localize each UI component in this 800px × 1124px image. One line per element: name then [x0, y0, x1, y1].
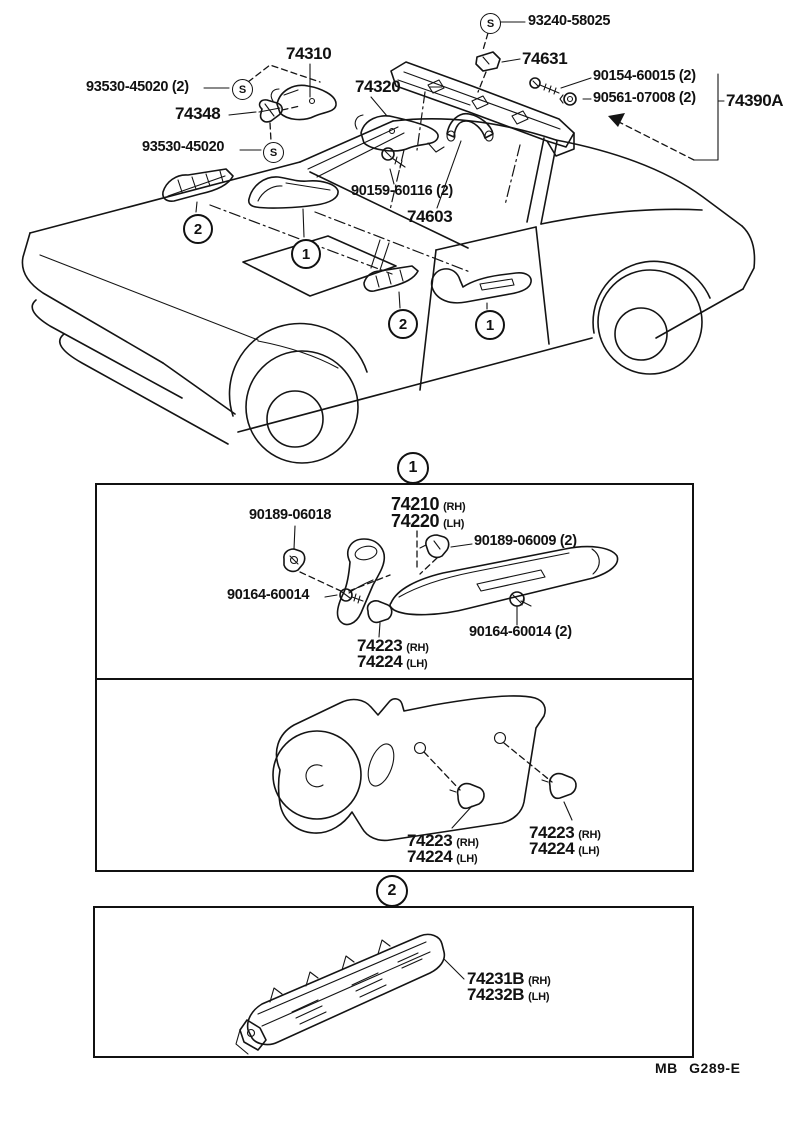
part-label-90561-07008: 90561-07008 (2): [593, 90, 696, 106]
s-marker-letter: S: [269, 146, 278, 159]
part-side: (RH): [578, 829, 601, 841]
top-leader-lines: [203, 21, 725, 211]
part-side: (LH): [443, 518, 465, 530]
part-label-74210-rh: 74210 (RH): [391, 494, 466, 515]
part-side: (LH): [456, 853, 478, 865]
part-side: (RH): [443, 501, 466, 513]
part-label-74348: 74348: [175, 104, 221, 123]
part-label-90164-60014: 90164-60014: [227, 587, 310, 603]
part-number: 74223: [357, 636, 403, 655]
part-label-90189-06018: 90189-06018: [249, 507, 332, 523]
part-label-74603: 74603: [407, 207, 453, 226]
grommet-90561-drawing: [559, 92, 577, 106]
part-label-74232B-lh: 74232B (LH): [467, 985, 550, 1005]
clip-74631-drawing: [475, 51, 501, 72]
callout-number: 2: [193, 220, 203, 238]
part-label-74220-lh: 74220 (LH): [391, 511, 464, 532]
s-marker-letter: S: [238, 83, 247, 96]
part-label-74223-rh: 74223 (RH): [357, 636, 429, 656]
part-label-74224-lh: 74224 (LH): [357, 652, 428, 672]
part-label-74310: 74310: [286, 44, 332, 63]
part-label-93530-45020-pair: 93530-45020 (2): [86, 79, 189, 95]
car-line-art: [21, 118, 756, 464]
holder-74348-drawing: [258, 99, 283, 123]
part-label-90154-60015: 90154-60015 (2): [593, 68, 696, 84]
callout-number: 2: [387, 882, 397, 899]
part-number: 74232B: [467, 985, 525, 1004]
part-number: 74223: [529, 823, 575, 842]
part-side: (LH): [406, 658, 428, 670]
part-label-74223-rh-panel1: 74223 (RH): [407, 831, 479, 851]
s-fastener-marker: S: [232, 79, 253, 100]
part-label-74631: 74631: [522, 49, 568, 68]
part-label-90159-60116: 90159-60116 (2): [351, 183, 453, 199]
sun-visor-lh-drawing: [354, 114, 445, 153]
hood-floating-parts: [162, 168, 339, 238]
roof-rail-drawing: [390, 61, 575, 157]
screw-90159-drawing: [381, 147, 406, 169]
callout-number: 2: [398, 315, 408, 333]
garnish-detail-drawing: [235, 933, 465, 1055]
door-parts: [209, 204, 532, 310]
callout-2-hood: 2: [183, 214, 213, 244]
part-label-93530-45020: 93530-45020: [142, 139, 225, 155]
s-fastener-marker: S: [263, 142, 284, 163]
callout-2-door: 2: [388, 309, 418, 339]
part-label-74320: 74320: [355, 77, 401, 96]
s-fastener-marker: S: [480, 13, 501, 34]
part-label-74224-lh-panel1: 74224 (LH): [407, 847, 478, 867]
part-label-74231B-rh: 74231B (RH): [467, 969, 551, 989]
part-number: 74210: [391, 494, 440, 514]
sun-visor-rh-drawing: [270, 84, 337, 121]
callout-1-door: 1: [475, 310, 505, 340]
part-label-74390A: 74390A: [726, 91, 784, 110]
part-number: 74220: [391, 511, 440, 531]
callout-1-hood: 1: [291, 239, 321, 269]
side-panel-detail-drawing: [272, 695, 577, 842]
callout-2-section: 2: [376, 875, 408, 907]
armrest-detail-drawing: [283, 525, 619, 638]
part-label-74224-lh-panel2: 74224 (LH): [529, 839, 600, 859]
callout-number: 1: [485, 316, 495, 334]
part-number: 74224: [357, 652, 403, 671]
callout-number: 1: [301, 245, 311, 263]
part-side: (LH): [528, 991, 550, 1003]
part-number: 74224: [529, 839, 575, 858]
part-label-90164-60014-pair: 90164-60014 (2): [469, 624, 572, 640]
part-number: 74224: [407, 847, 453, 866]
part-side: (RH): [528, 975, 551, 987]
s-marker-letter: S: [486, 17, 495, 30]
part-side: (RH): [456, 837, 479, 849]
page-code: MB G289-E: [655, 1060, 741, 1076]
part-number: 74231B: [467, 969, 525, 988]
assist-grip-drawing: [446, 112, 494, 142]
part-label-74223-rh-panel2: 74223 (RH): [529, 823, 601, 843]
screw-90154-drawing: [529, 77, 560, 95]
part-label-90189-06009: 90189-06009 (2): [474, 533, 577, 549]
part-side: (RH): [406, 642, 429, 654]
part-side: (LH): [578, 845, 600, 857]
part-number: 74223: [407, 831, 453, 850]
part-label-93240-58025: 93240-58025: [528, 13, 611, 29]
callout-number: 1: [408, 459, 418, 476]
callout-1-section: 1: [397, 452, 429, 484]
